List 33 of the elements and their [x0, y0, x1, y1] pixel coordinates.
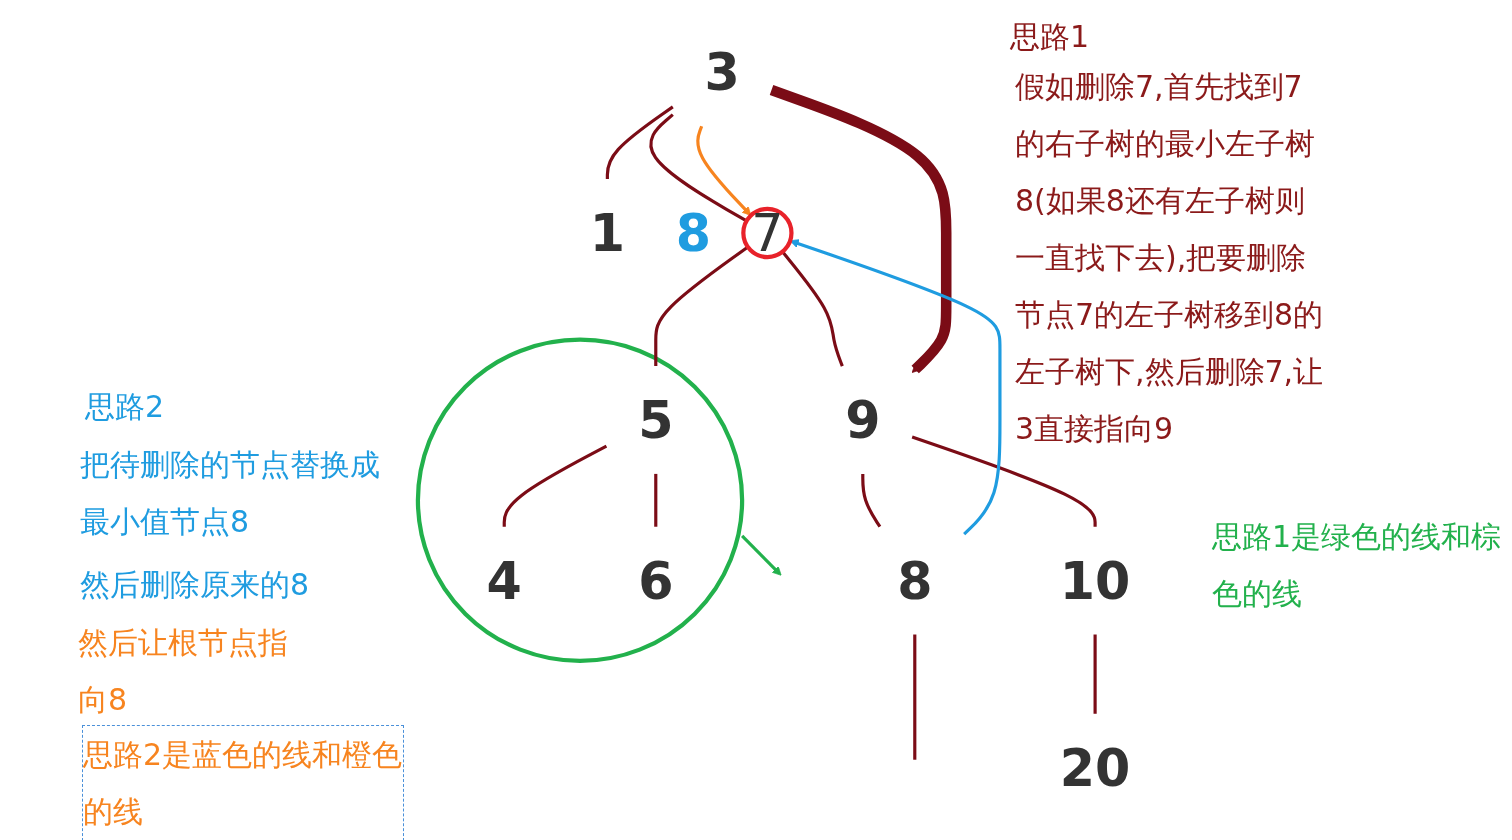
- note-text: 然后让根节点指向8: [78, 624, 289, 719]
- note-text: 然后删除原来的8: [80, 566, 311, 604]
- connector: [605, 105, 674, 180]
- connector: [1093, 634, 1097, 714]
- connector: [654, 245, 749, 367]
- node-text: 1: [589, 203, 626, 263]
- connector: [781, 250, 844, 367]
- connector: [654, 473, 658, 527]
- note-text: 假如删除7,首先找到7的右子树的最小左子树8(如果8还有左子树则一直找下去),把要删除节点7的左子树移到8的左子树下,然后删除7,让3直接指向9: [1015, 68, 1325, 448]
- node-text: 6: [638, 551, 674, 611]
- note-text: 把待删除的节点替换成最小值节点8: [80, 446, 381, 541]
- node-circle: 7: [741, 206, 794, 260]
- connector: [502, 444, 608, 527]
- node-text: 9: [845, 390, 881, 450]
- arrow: [741, 534, 782, 576]
- note-text: 思路1是绿色的线和棕色的线: [1212, 518, 1503, 613]
- connector: [861, 473, 882, 528]
- heading: 思路1: [1010, 18, 1091, 56]
- note-text: 思路2是蓝色的线和橙色的线: [82, 725, 404, 840]
- node-text: 5: [638, 390, 674, 450]
- node-text: 10: [1059, 551, 1131, 611]
- connector: [911, 435, 1097, 527]
- connector: [913, 634, 917, 760]
- node-text: 20: [1059, 738, 1131, 798]
- node-text: 4: [486, 551, 522, 611]
- connector: [769, 85, 952, 374]
- heading: 思路2: [85, 388, 166, 426]
- connector: [696, 125, 752, 216]
- node-text: 3: [704, 42, 740, 102]
- connector: [649, 113, 748, 223]
- node-text: 8: [897, 551, 933, 611]
- node-label: 8: [675, 203, 712, 263]
- connector: [789, 239, 1002, 536]
